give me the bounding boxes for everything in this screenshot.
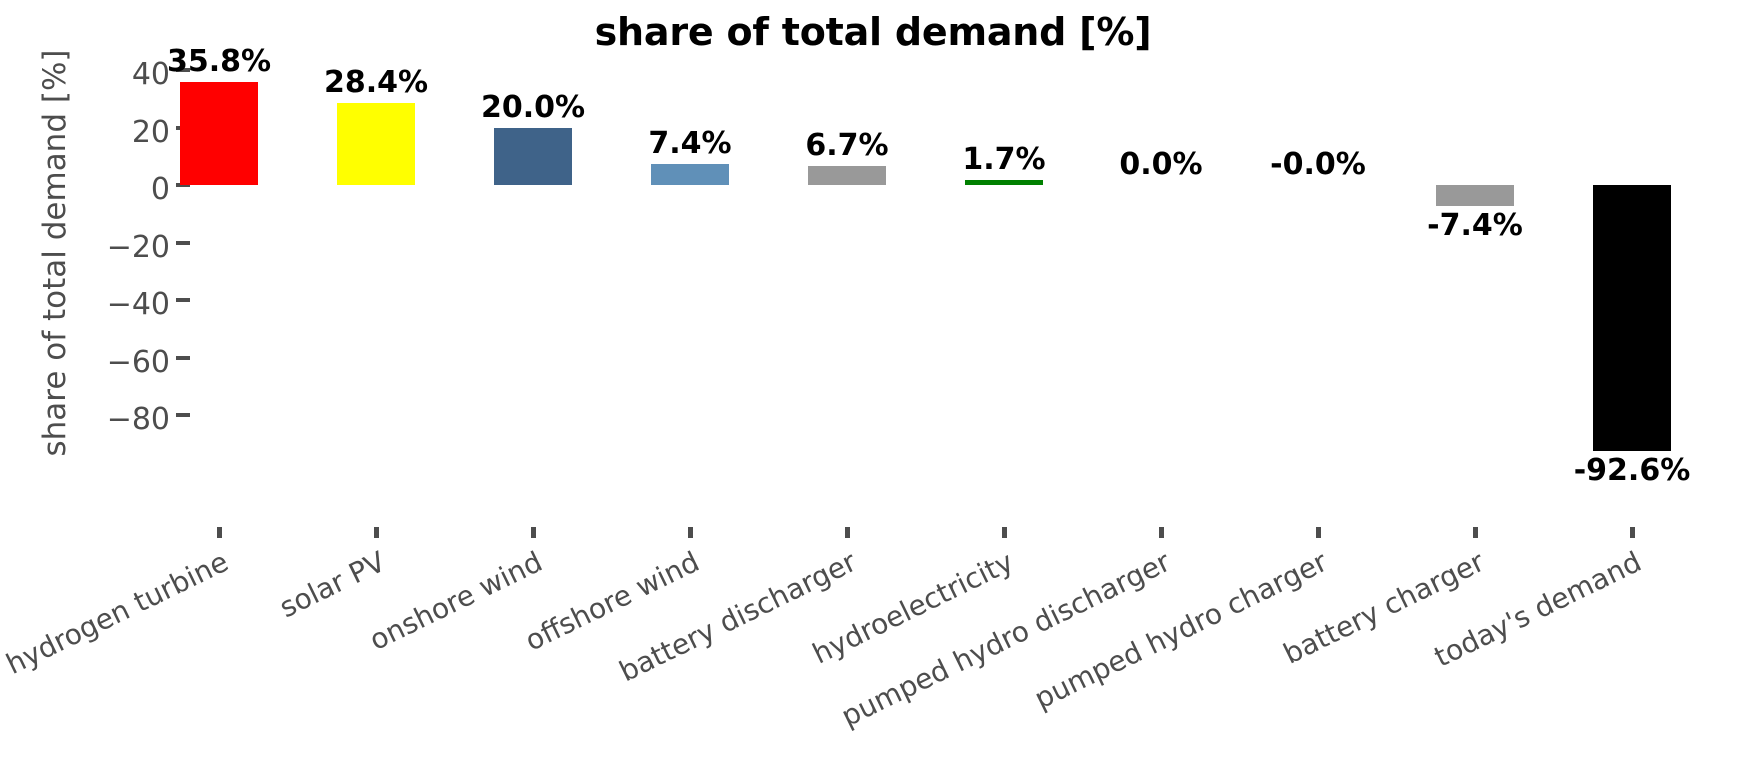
y-axis-tick-label: −60 [106, 344, 170, 380]
chart-title: share of total demand [%] [594, 10, 1152, 54]
y-axis-tick-label: 0 [150, 172, 170, 207]
x-axis-tick-mark [1473, 527, 1478, 538]
bar[interactable] [965, 180, 1043, 185]
bar[interactable] [651, 163, 729, 185]
bar-chart-figure: share of total demand [%] share of total… [1, 10, 1691, 734]
bar-value-label: -92.6% [1573, 453, 1691, 489]
y-axis-tick-mark [176, 413, 190, 417]
bar-value-label: -7.4% [1427, 208, 1523, 244]
x-axis-tick-mark [1316, 527, 1321, 538]
x-axis-tick-mark [217, 527, 222, 538]
bar-value-label: 35.8% [166, 44, 272, 80]
x-axis-tick-mark [531, 527, 536, 538]
y-axis-tick-mark [176, 183, 190, 187]
bar-value-label: 28.4% [323, 65, 429, 101]
x-axis-tick-mark [688, 527, 693, 538]
bar-value-label: 20.0% [480, 89, 586, 125]
bar[interactable] [337, 103, 415, 185]
y-axis-tick-label: −20 [106, 229, 170, 265]
bar-value-label: 1.7% [962, 142, 1046, 177]
x-axis-tick-mark [1002, 527, 1007, 538]
y-axis-tick-mark [176, 298, 190, 302]
bar-value-label: 6.7% [805, 127, 889, 163]
bar[interactable] [1436, 185, 1514, 207]
bar-value-label: 7.4% [648, 125, 732, 161]
bar-value-label: -0.0% [1270, 147, 1366, 182]
bar[interactable] [180, 82, 258, 185]
y-axis-tick-label: 20 [131, 114, 170, 150]
x-axis-tick-mark [845, 527, 850, 538]
bar[interactable] [1593, 185, 1671, 452]
y-axis-tick-label: 40 [131, 57, 170, 92]
y-axis-tick-label: −80 [106, 402, 170, 437]
x-axis-tick-mark [1630, 527, 1635, 538]
x-axis-tick-mark [374, 527, 379, 538]
bar[interactable] [494, 127, 572, 185]
y-axis-tick-label: −40 [106, 287, 170, 322]
bar[interactable] [808, 165, 886, 185]
x-axis-tick-mark [1159, 527, 1164, 538]
y-axis-tick-mark [176, 240, 190, 245]
y-axis-tick-mark [176, 68, 190, 72]
y-axis-tick-mark [176, 355, 190, 360]
bar-value-label: 0.0% [1119, 147, 1203, 182]
